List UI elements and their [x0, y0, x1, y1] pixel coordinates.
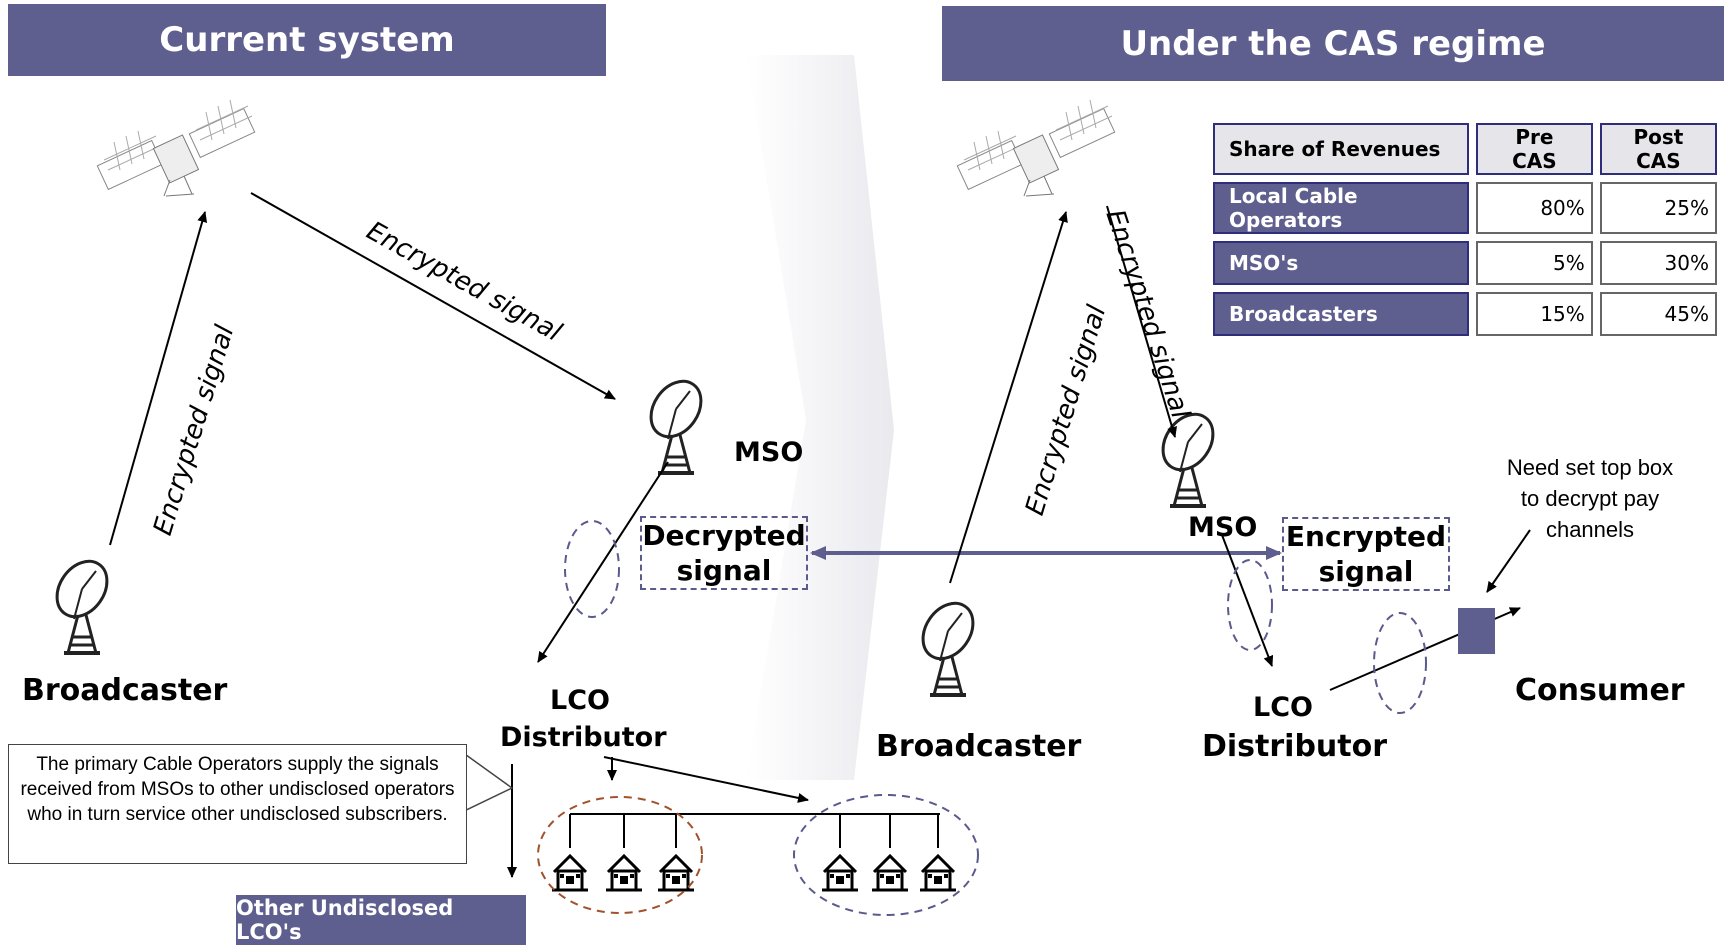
pre-cas-value: 15%: [1476, 292, 1593, 336]
note-line: Need set top box: [1506, 455, 1674, 480]
other-lcos-tag: Other Undisclosed LCO's: [236, 895, 526, 945]
mso-label: MSO: [734, 437, 804, 468]
post-cas-value: 25%: [1599, 182, 1717, 234]
mso-label: MSO: [1188, 512, 1258, 543]
row-label: Local Cable Operators: [1213, 182, 1469, 234]
consumer-label: Consumer: [1515, 673, 1685, 708]
post-cas-value: 30%: [1599, 241, 1717, 285]
row-label: MSO's: [1213, 241, 1469, 285]
house-icon: [820, 854, 860, 892]
satellite-icon: [956, 99, 1116, 197]
header-pre-cas: Pre CAS: [1476, 123, 1593, 175]
house-icon: [656, 854, 696, 892]
lco-label: LCO: [550, 685, 610, 716]
set-top-box-note: Need set top box to decrypt pay channels: [1486, 452, 1694, 545]
signal-label: signal: [1318, 555, 1414, 588]
table-row: Broadcasters 15% 45%: [1213, 292, 1717, 336]
decrypted-signal-box: Decrypted signal: [640, 516, 808, 590]
pre-cas-value: 80%: [1476, 182, 1593, 234]
decrypted-label: Decrypted: [642, 519, 806, 552]
post-cas-value: 45%: [1599, 292, 1717, 336]
dish-icon: [911, 592, 985, 699]
row-label: Broadcasters: [1213, 292, 1469, 336]
pre-cas-value: 5%: [1476, 241, 1593, 285]
dish-icon: [45, 550, 119, 657]
header-current-system: Current system: [8, 4, 606, 76]
lco-label: LCO: [1253, 692, 1313, 723]
encrypted-label: Encrypted: [1285, 520, 1447, 553]
distributor-label: Distributor: [500, 722, 667, 753]
callout-box: The primary Cable Operators supply the s…: [8, 744, 467, 864]
header-share-of-revenues: Share of Revenues: [1213, 123, 1469, 175]
revenue-table: Share of Revenues Pre CAS Post CAS Local…: [1206, 116, 1724, 343]
table-row: MSO's 5% 30%: [1213, 241, 1717, 285]
revenue-table-wrap: Share of Revenues Pre CAS Post CAS Local…: [1206, 116, 1724, 343]
encrypted-signal-box: Encrypted signal: [1282, 517, 1450, 591]
signal-label: signal: [676, 554, 772, 587]
house-icon: [918, 854, 958, 892]
set-top-box-icon: [1458, 608, 1495, 654]
satellite-icon: [96, 99, 256, 197]
table-row: Local Cable Operators 80% 25%: [1213, 182, 1717, 234]
house-icon: [870, 854, 910, 892]
dish-icon: [639, 370, 713, 477]
table-header-row: Share of Revenues Pre CAS Post CAS: [1213, 123, 1717, 175]
header-cas-regime: Under the CAS regime: [942, 6, 1724, 81]
note-line: to decrypt pay: [1520, 486, 1660, 511]
broadcaster-label: Broadcaster: [22, 673, 228, 708]
broadcaster-label: Broadcaster: [876, 729, 1082, 764]
header-post-cas: Post CAS: [1599, 123, 1717, 175]
house-icon: [604, 854, 644, 892]
distributor-label: Distributor: [1202, 729, 1388, 764]
house-icon: [550, 854, 590, 892]
dish-icon: [1151, 403, 1225, 510]
note-line: channels: [1545, 517, 1635, 542]
